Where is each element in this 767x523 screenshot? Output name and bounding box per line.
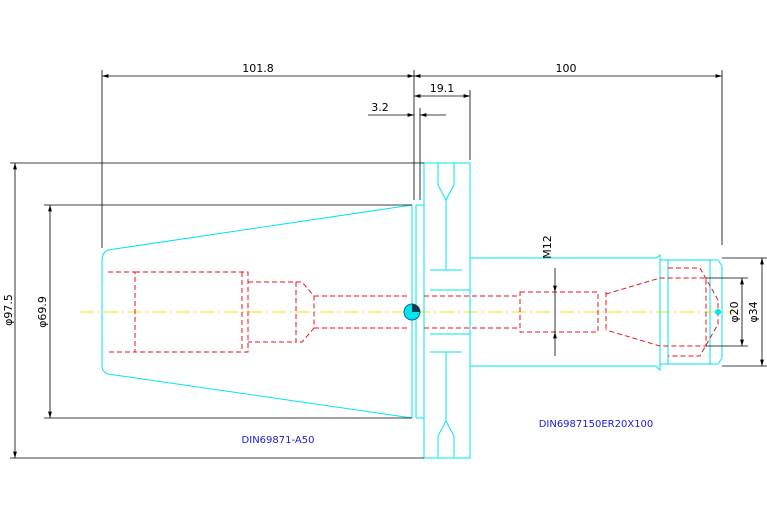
dim-gap: 3.2 — [371, 101, 389, 114]
shaft-outline — [470, 254, 661, 372]
dim-thread: M12 — [541, 235, 554, 259]
dim-taper-diameter: φ69.9 — [36, 296, 49, 328]
dim-bore-diameter: φ20 — [728, 301, 741, 322]
flange-outline — [423, 162, 471, 459]
label-holder-model: DIN6987150ER20X100 — [539, 419, 654, 430]
label-taper-standard: DIN69871-A50 — [242, 435, 315, 446]
nut-outline — [660, 259, 723, 365]
dim-flange-diameter: φ97.5 — [2, 294, 15, 326]
nose-point-marker — [715, 309, 721, 315]
dimension-lines — [10, 70, 767, 459]
dim-length-a: 101.8 — [242, 62, 274, 75]
gauge-point-quadrant — [412, 304, 420, 312]
dim-length-b: 100 — [556, 62, 577, 75]
dim-flange-width: 19.1 — [430, 82, 455, 95]
dim-nose-diameter: φ34 — [747, 301, 760, 322]
holder-outline — [101, 162, 723, 459]
taper-outline — [101, 204, 413, 419]
